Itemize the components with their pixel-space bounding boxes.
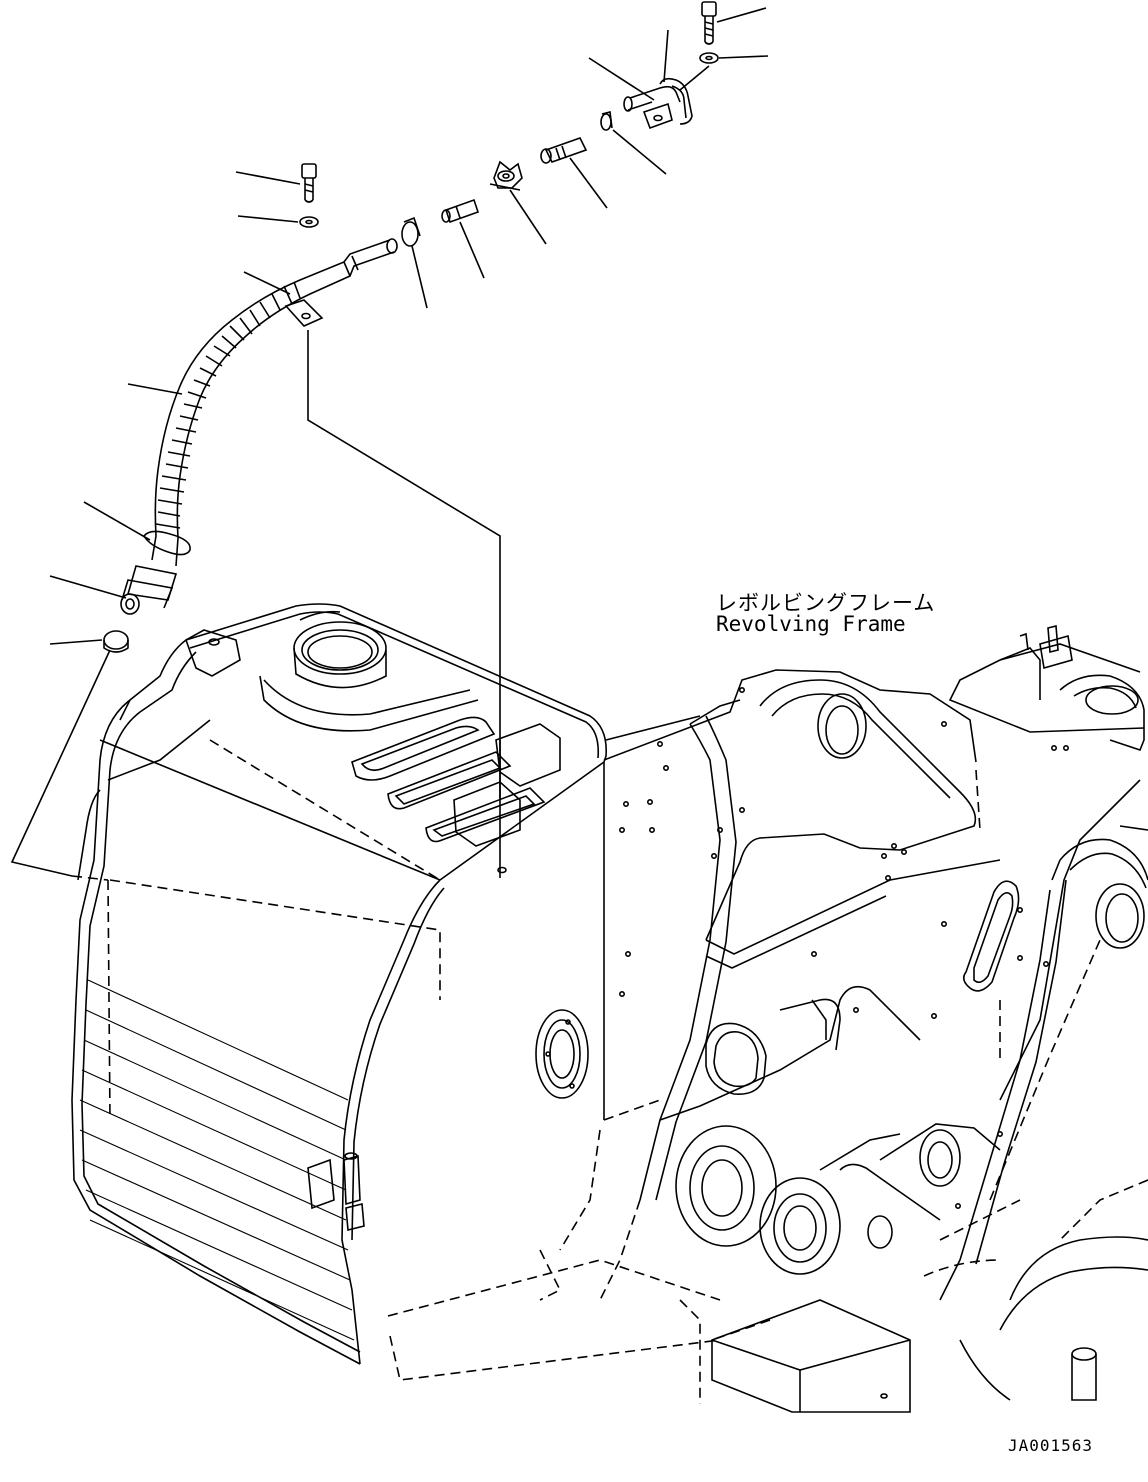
- leader-line: [718, 55, 769, 59]
- leader-line: [49, 639, 103, 645]
- leader-line: [716, 7, 767, 23]
- leader-line: [237, 215, 299, 223]
- small-clamp-icon: [600, 111, 613, 131]
- leader-line: [235, 171, 301, 185]
- nipple-fitting-icon: [540, 137, 588, 164]
- top-washer-icon: [699, 52, 719, 64]
- revolving-frame-icon: [387, 624, 1148, 1413]
- elbow-fitting-icon: [623, 77, 693, 130]
- middle-washer-icon: [299, 216, 319, 228]
- fuel-tank-icon: [71, 603, 607, 1365]
- leader-line: [509, 189, 547, 245]
- leader-line: [411, 245, 428, 309]
- drawing-code: JA001563: [1008, 1436, 1094, 1455]
- adapter-fitting-icon: [441, 198, 480, 224]
- hose-clamp-icon: [401, 216, 421, 247]
- frame-label-en: Revolving Frame: [716, 612, 906, 636]
- leader-line: [243, 271, 291, 295]
- connection-line: [307, 330, 501, 878]
- leader-line: [49, 575, 127, 599]
- leader-line: [459, 221, 485, 279]
- breather-hose-icon: [120, 238, 398, 615]
- wing-nut-icon: [489, 160, 523, 191]
- leader-line: [679, 65, 710, 91]
- top-bolt-icon: [701, 1, 717, 45]
- middle-bolt-icon: [301, 163, 317, 203]
- connection-line: [10, 649, 111, 877]
- leader-line: [612, 129, 667, 175]
- right-boom-plate-icon: [939, 825, 1148, 1301]
- leader-line: [569, 157, 608, 209]
- leader-line: [588, 57, 655, 101]
- leader-line: [127, 383, 183, 395]
- leader-line: [83, 501, 151, 541]
- hose-clamp-icon: [103, 630, 129, 653]
- leader-line: [663, 29, 669, 83]
- frame-label-jp: レボルビングフレーム: [716, 591, 936, 615]
